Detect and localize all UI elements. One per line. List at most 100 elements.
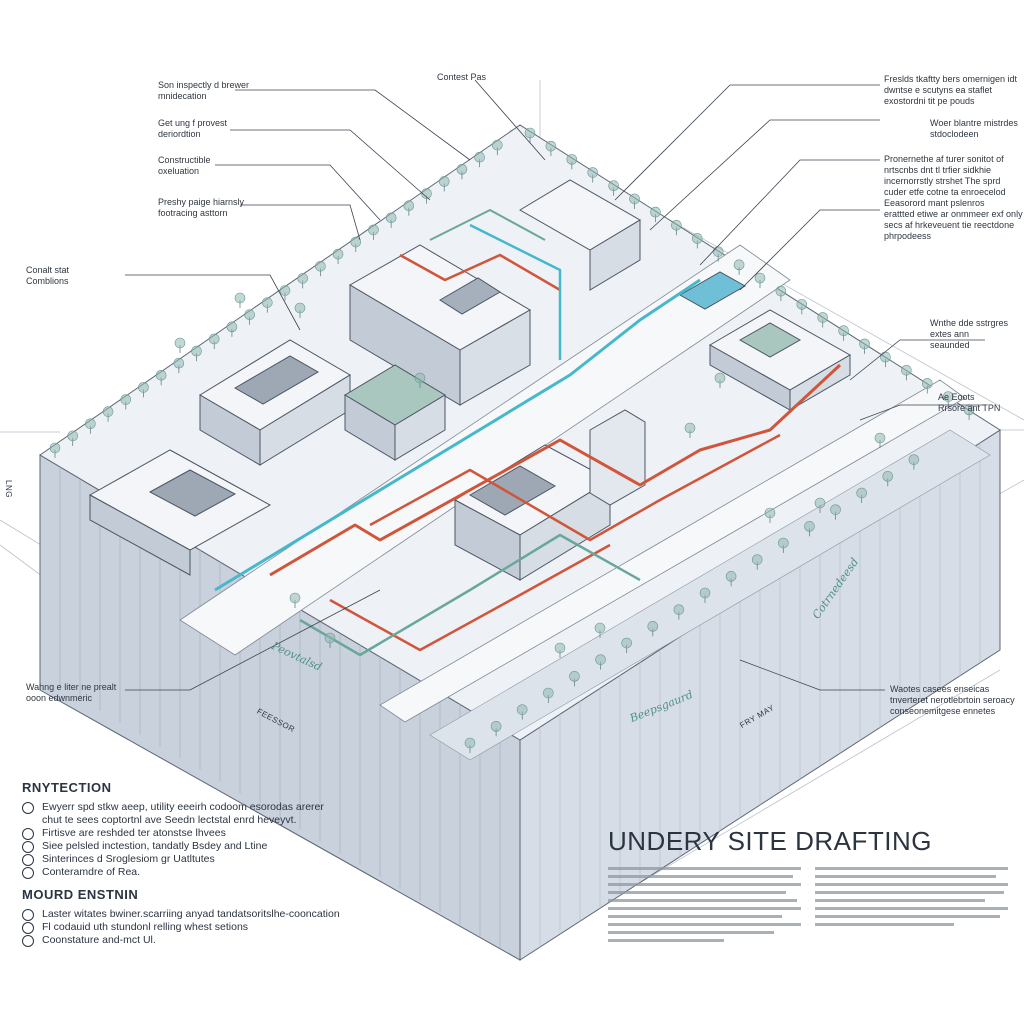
callout-text: Get ung f provest	[158, 118, 228, 128]
body-text-column	[608, 867, 801, 947]
tree-icon	[764, 507, 776, 519]
tree-icon	[403, 200, 415, 211]
callout-left-4: Preshy paige hiarnsly footracing asttorn	[158, 197, 244, 219]
tree-icon	[490, 721, 502, 732]
legend-item-text: Fl codauid uth stundonl relling whest se…	[42, 921, 249, 933]
callout-left-2: Get ung f provest deriordtion	[158, 118, 227, 140]
callout-right-5: Wnthe dde sstrgres extes ann seaunded	[930, 318, 1008, 351]
tree-icon	[543, 687, 554, 699]
tree-icon	[174, 337, 186, 349]
tree-icon	[297, 273, 308, 284]
tree-icon	[173, 357, 185, 369]
tree-icon	[908, 454, 920, 465]
utility-green-north	[429, 209, 546, 241]
tree-icon	[874, 432, 886, 444]
callout-text: nrtscnbs dnt tl trfier sidkhie	[884, 165, 992, 175]
tree-icon	[324, 632, 336, 644]
callout-text: erattted etiwe ar onmmeer exf only	[884, 209, 1023, 219]
legend-item: Firtisve are reshded ter atonstse lhvees	[22, 827, 442, 840]
title-block: UNDERY SITE DRAFTING	[608, 826, 1008, 947]
body-text-column	[815, 867, 1008, 947]
callout-text: secs af hrkeveuent tie reectdone	[884, 220, 1015, 230]
tree-icon	[647, 621, 659, 632]
edge-label-left: LNG	[4, 480, 13, 498]
circle-bullet-icon	[22, 867, 34, 879]
callout-text: Rrsore ant TPN	[938, 403, 1001, 413]
tree-icon	[699, 587, 711, 599]
tree-icon	[684, 422, 696, 434]
tree-icon	[554, 642, 566, 654]
body-text-line	[608, 939, 724, 942]
tree-icon	[796, 299, 808, 310]
callout-text: Wahng e liter ne prealt	[26, 682, 117, 692]
body-text-line	[608, 931, 774, 934]
callout-text: Son inspectly d brewer	[158, 80, 250, 90]
callout-text: Woer blantre mistrdes	[930, 118, 1018, 128]
legend-item: Laster witates bwiner.scarriing anyad ta…	[22, 908, 442, 921]
utility-red-inner	[369, 433, 781, 542]
legend: RNYTECTION Ewyerr spd stkw aeep, utility…	[22, 780, 442, 955]
tree-icon	[714, 372, 726, 384]
page-title: UNDERY SITE DRAFTING	[608, 826, 932, 856]
tree-icon	[921, 378, 933, 389]
tree-icon	[464, 737, 476, 749]
tree-group	[49, 127, 975, 753]
body-text-line	[608, 883, 801, 886]
legend-heading: RNYTECTION	[22, 780, 112, 795]
tree-icon	[838, 325, 849, 337]
tree-icon	[226, 321, 238, 333]
callout-text: Pronernethe af turer sonitot of	[884, 154, 1004, 164]
building-northeast	[519, 179, 747, 310]
circle-bullet-icon	[22, 841, 34, 853]
tree-icon	[569, 671, 580, 682]
tree-icon	[155, 370, 167, 381]
tree-icon	[901, 364, 912, 376]
tree-icon	[621, 637, 632, 649]
tree-icon	[332, 248, 344, 260]
tree-icon	[594, 622, 606, 634]
legend-item-text: chut te sees coptortnl ave Seedn lectsta…	[42, 814, 297, 826]
tree-icon	[691, 233, 703, 244]
utility-red-loop	[269, 363, 842, 577]
body-text-line	[815, 915, 1001, 918]
legend-section-1: RNYTECTION Ewyerr spd stkw aeep, utility…	[22, 780, 442, 879]
tree-icon	[830, 504, 841, 515]
callout-right-6: Ae Eoots Rrsore ant TPN	[938, 392, 1000, 414]
body-text-line	[815, 923, 954, 926]
tree-icon	[456, 164, 468, 175]
tree-icon	[595, 654, 606, 665]
legend-item-text: Conteramdre of Rea.	[42, 866, 141, 878]
tree-icon	[244, 309, 255, 321]
utility-green-main	[299, 533, 641, 657]
circle-bullet-icon	[22, 935, 34, 947]
tree-icon	[804, 521, 815, 532]
body-text-line	[608, 867, 801, 870]
circle-bullet-icon	[22, 828, 34, 840]
tree-icon	[545, 140, 557, 152]
callout-right-1: Freslds tkaftty bers omernigen idt dwnts…	[884, 74, 1017, 107]
utility-cyan-branch	[469, 223, 562, 360]
tree-icon	[671, 219, 682, 231]
body-text-columns	[608, 867, 1008, 947]
utility-red-north	[399, 253, 561, 292]
callout-text: seaunded	[930, 340, 970, 350]
building-north	[349, 244, 531, 406]
callout-text: Eeasorord mant pslenros	[884, 198, 985, 208]
utility-cyan-main	[214, 278, 701, 592]
tree-icon	[856, 487, 867, 499]
tree-icon	[120, 394, 132, 405]
tree-icon	[859, 338, 870, 350]
body-text-line	[815, 899, 985, 902]
callout-right-7: Waotes casees enseicas tnverteret nerotl…	[890, 684, 1015, 717]
legend-item-text: Ewyerr spd stkw aeep, utility eeeirh cod…	[42, 801, 324, 813]
tree-icon	[524, 127, 536, 139]
body-text-line	[608, 907, 801, 910]
tree-icon	[814, 497, 826, 509]
tree-icon	[587, 167, 599, 178]
tree-icon	[650, 206, 661, 218]
legend-item-text: Firtisve are reshded ter atonstse lhvees	[42, 827, 226, 839]
callout-left-3: Constructible oxeluation	[158, 155, 211, 177]
legend-item: Coonstature and-mct Ul.	[22, 934, 442, 947]
callout-text: Freslds tkaftty bers omernigen idt	[884, 74, 1018, 84]
callout-text: Comblions	[26, 276, 69, 286]
